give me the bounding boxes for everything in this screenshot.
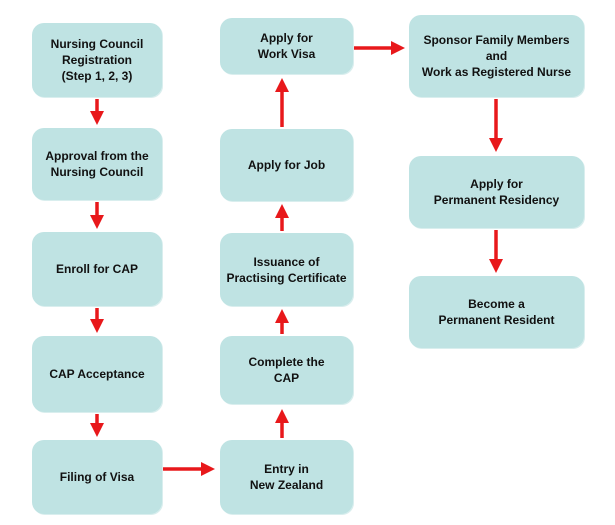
step-approval-nursing-council: Approval from the Nursing Council <box>32 128 162 200</box>
step-issuance-certificate: Issuance of Practising Certificate <box>220 233 353 306</box>
step-become-resident: Become a Permanent Resident <box>409 276 584 348</box>
step-apply-job: Apply for Job <box>220 129 353 201</box>
step-nursing-council-registration: Nursing Council Registration (Step 1, 2,… <box>32 23 162 97</box>
step-apply-residency: Apply for Permanent Residency <box>409 156 584 228</box>
step-complete-cap: Complete the CAP <box>220 336 353 404</box>
step-apply-work-visa: Apply for Work Visa <box>220 18 353 74</box>
step-sponsor-family: Sponsor Family Members and Work as Regis… <box>409 15 584 97</box>
step-enroll-cap: Enroll for CAP <box>32 232 162 306</box>
step-cap-acceptance: CAP Acceptance <box>32 336 162 412</box>
step-filing-visa: Filing of Visa <box>32 440 162 514</box>
step-entry-nz: Entry in New Zealand <box>220 440 353 514</box>
